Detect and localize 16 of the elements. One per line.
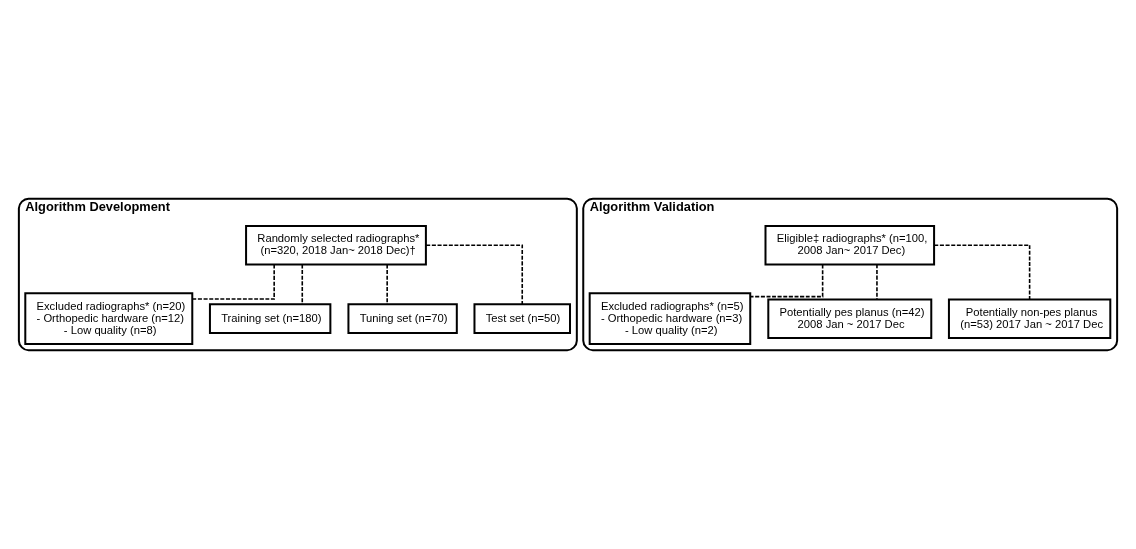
- connector: [386, 263, 388, 305]
- connector: [301, 263, 304, 305]
- connector: [191, 263, 275, 300]
- connector: [425, 244, 524, 305]
- node-box: Potentially non-pes planus (n=53) 2017 Jan ~ 2017 Dec: [947, 298, 1112, 339]
- connector: [749, 263, 824, 298]
- node-box: Excluded radiographs* (n=20) - Orthopedic hardware (n=12) - Low quality (n=8): [24, 292, 194, 345]
- node-box: Potentially pes planus (n=42) 2008 Jan ~ 2017 Dec: [767, 298, 933, 339]
- node-box: Tuning set (n=70): [347, 303, 458, 335]
- node-box: Test set (n=50): [473, 303, 571, 335]
- connector: [933, 244, 1031, 301]
- connector: [876, 263, 878, 301]
- node-box: Excluded radiographs* (n=5) - Orthopedic hardware (n=3) - Low quality (n=2): [588, 292, 752, 345]
- node-box: Randomly selected radiographs* (n=320, 2018 Jan~ 2018 Dec)†: [245, 224, 427, 266]
- node-box: Training set (n=180): [208, 303, 332, 335]
- node-box: Eligible‡ radiographs* (n=100, 2008 Jan~ 2017 Dec): [764, 224, 936, 266]
